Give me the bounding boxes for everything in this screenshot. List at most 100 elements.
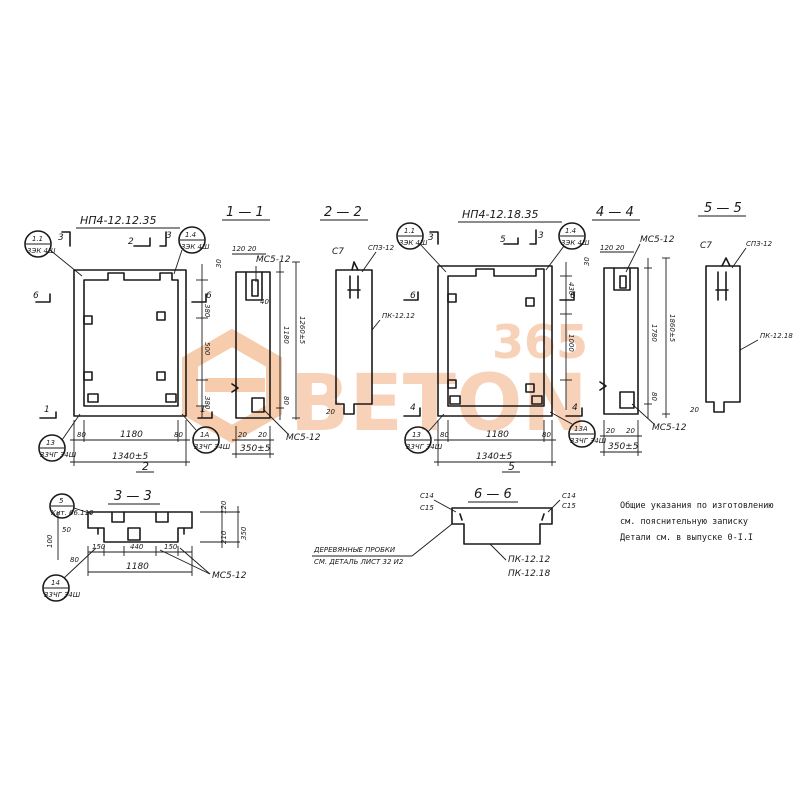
section-3-3-outline xyxy=(87,511,193,543)
panel-right-outline xyxy=(437,265,553,417)
node-number: 1.4 xyxy=(565,227,576,235)
label-c15: С15 xyxy=(420,504,434,512)
node-ref: 3ЭК 4Ш xyxy=(399,239,428,247)
watermark-digits: 365 xyxy=(492,315,588,369)
note-line: Детали см. в выпуске 0-I.I xyxy=(620,533,753,543)
node-ref: 33ЧГ 34Ш xyxy=(194,443,231,451)
dim-label: 50 xyxy=(62,526,71,534)
dim-label: 380 xyxy=(203,396,211,410)
dim-label: 350±5 xyxy=(608,442,639,452)
panel-left-embed xyxy=(87,393,99,403)
section-5-5: 5 — 5 С7 СПЗ-12 ПК-12.18 20 xyxy=(690,201,793,414)
node-number: 14 xyxy=(51,579,60,587)
dim-label: 1860±5 xyxy=(668,314,676,343)
section-2-2-outline xyxy=(335,269,373,415)
dim-label: 100 xyxy=(46,534,54,548)
dim-label: 350 xyxy=(240,526,248,540)
label-c15: С15 xyxy=(562,502,576,510)
section-title: 5 — 5 xyxy=(704,201,742,216)
section-6-6-outline xyxy=(451,507,553,545)
node-ref: 33ЧГ 34Ш xyxy=(570,437,607,445)
section-4-4-outline xyxy=(603,267,639,415)
section-title: 3 — 3 xyxy=(114,489,152,504)
panel-right: НП4-12.18.35 3 5 3 6 6 4 4 5 1.1 3ЭК 4Ш … xyxy=(396,208,607,473)
dim-label: 20 xyxy=(238,431,247,439)
label-c14: С14 xyxy=(420,492,434,500)
panel-left-outline xyxy=(73,269,187,417)
section-5-5-outline xyxy=(705,265,741,413)
cut-mark-label: 2 xyxy=(142,460,149,473)
label-c7: С7 xyxy=(700,241,712,251)
dim-label: 1180 xyxy=(120,430,143,440)
label-c14: С14 xyxy=(562,492,576,500)
dim-label: 80 xyxy=(542,431,551,439)
dim-label: 20 xyxy=(606,427,615,435)
section-6-6: 6 — 6 С14 С15 С14 С15 ДЕРЕВЯННЫЕ ПРОБКИ … xyxy=(312,487,576,579)
mesh-label: МС5-12 xyxy=(640,235,675,245)
watermark: 365 BETON xyxy=(182,315,588,449)
node-bubble xyxy=(49,493,75,519)
dim-label: 40 xyxy=(260,298,269,306)
panel-right-embed xyxy=(531,395,543,405)
node-number: 1А xyxy=(200,431,209,439)
mesh-label: МС5-12 xyxy=(652,423,687,433)
dim-label: 440 xyxy=(130,543,144,551)
dim-label: 120 20 xyxy=(600,244,625,252)
note-line: см. пояснительную записку xyxy=(620,517,748,527)
dim-label: 1340±5 xyxy=(112,452,148,462)
cut-mark-label: 6 xyxy=(206,291,212,301)
dim-label: 80 xyxy=(77,431,86,439)
node-number: 1.1 xyxy=(404,227,415,235)
section-4-4: 4 — 4 120 20 30 МС5-12 1780 1860±5 80 20… xyxy=(583,205,687,456)
cut-mark-label: 4 xyxy=(410,403,416,413)
dim-label: 20 xyxy=(690,406,699,414)
dim-label: 120 20 xyxy=(232,245,257,253)
node-bubble xyxy=(396,222,424,250)
mesh-label: МС5-12 xyxy=(212,571,247,581)
node-ref: 3ЭК 4Ш xyxy=(561,239,590,247)
general-notes: Общие указания по изготовлению см. поясн… xyxy=(620,500,774,543)
panel-right-embed xyxy=(447,379,457,389)
wood-plugs-note: СМ. ДЕТАЛЬ ЛИСТ 32 И2 xyxy=(314,558,404,566)
section-5-5-loop xyxy=(715,271,729,301)
node-number: 13 xyxy=(412,431,421,439)
cut-mark-label: 6 xyxy=(33,291,39,301)
panel-right-embed xyxy=(447,293,457,303)
dim-label: 80 xyxy=(174,431,183,439)
cut-mark-label: 3 xyxy=(538,231,544,241)
cut-mark-label: 6 xyxy=(410,291,416,301)
mesh-label: МС5-12 xyxy=(256,255,291,265)
dim-label: 1180 xyxy=(486,430,509,440)
dim-label: 150 xyxy=(92,543,106,551)
dim-label: 20 xyxy=(326,408,335,416)
panel-left-inner xyxy=(83,272,179,407)
node-number: 13 xyxy=(46,439,55,447)
dim-label: 1180 xyxy=(126,562,149,572)
cut-mark-label: 3 xyxy=(58,233,64,243)
note-line: Общие указания по изготовлению xyxy=(620,500,774,511)
label-c7: С7 xyxy=(332,247,344,257)
node-bubble xyxy=(568,420,596,448)
panel-right-embed xyxy=(525,383,535,393)
section-4-4-groove xyxy=(613,267,631,291)
dim-label: 30 xyxy=(583,257,591,266)
node-ref: Кит. 66.110 xyxy=(51,509,94,517)
panel-left-embed xyxy=(83,371,93,381)
panel-left-embed xyxy=(165,393,177,403)
dim-label: 80 xyxy=(70,556,79,564)
node-number: 1.1 xyxy=(32,235,43,243)
wood-plugs-note: ДЕРЕВЯННЫЕ ПРОБКИ xyxy=(313,546,396,554)
dim-label: 120 xyxy=(220,500,228,514)
node-bubble xyxy=(42,574,70,602)
section-title: 1 — 1 xyxy=(226,205,264,220)
cut-mark-label: 1 xyxy=(44,405,50,415)
panel-right-mark: НП4-12.18.35 xyxy=(462,208,539,221)
panel-right-embed xyxy=(525,297,535,307)
cut-mark-label: 5 xyxy=(508,460,515,473)
node-bubble xyxy=(24,230,52,258)
dim-label: 80 xyxy=(282,396,290,405)
node-number: 1.4 xyxy=(185,231,196,239)
panel-left-embed xyxy=(156,371,166,381)
section-title: 2 — 2 xyxy=(324,205,362,220)
